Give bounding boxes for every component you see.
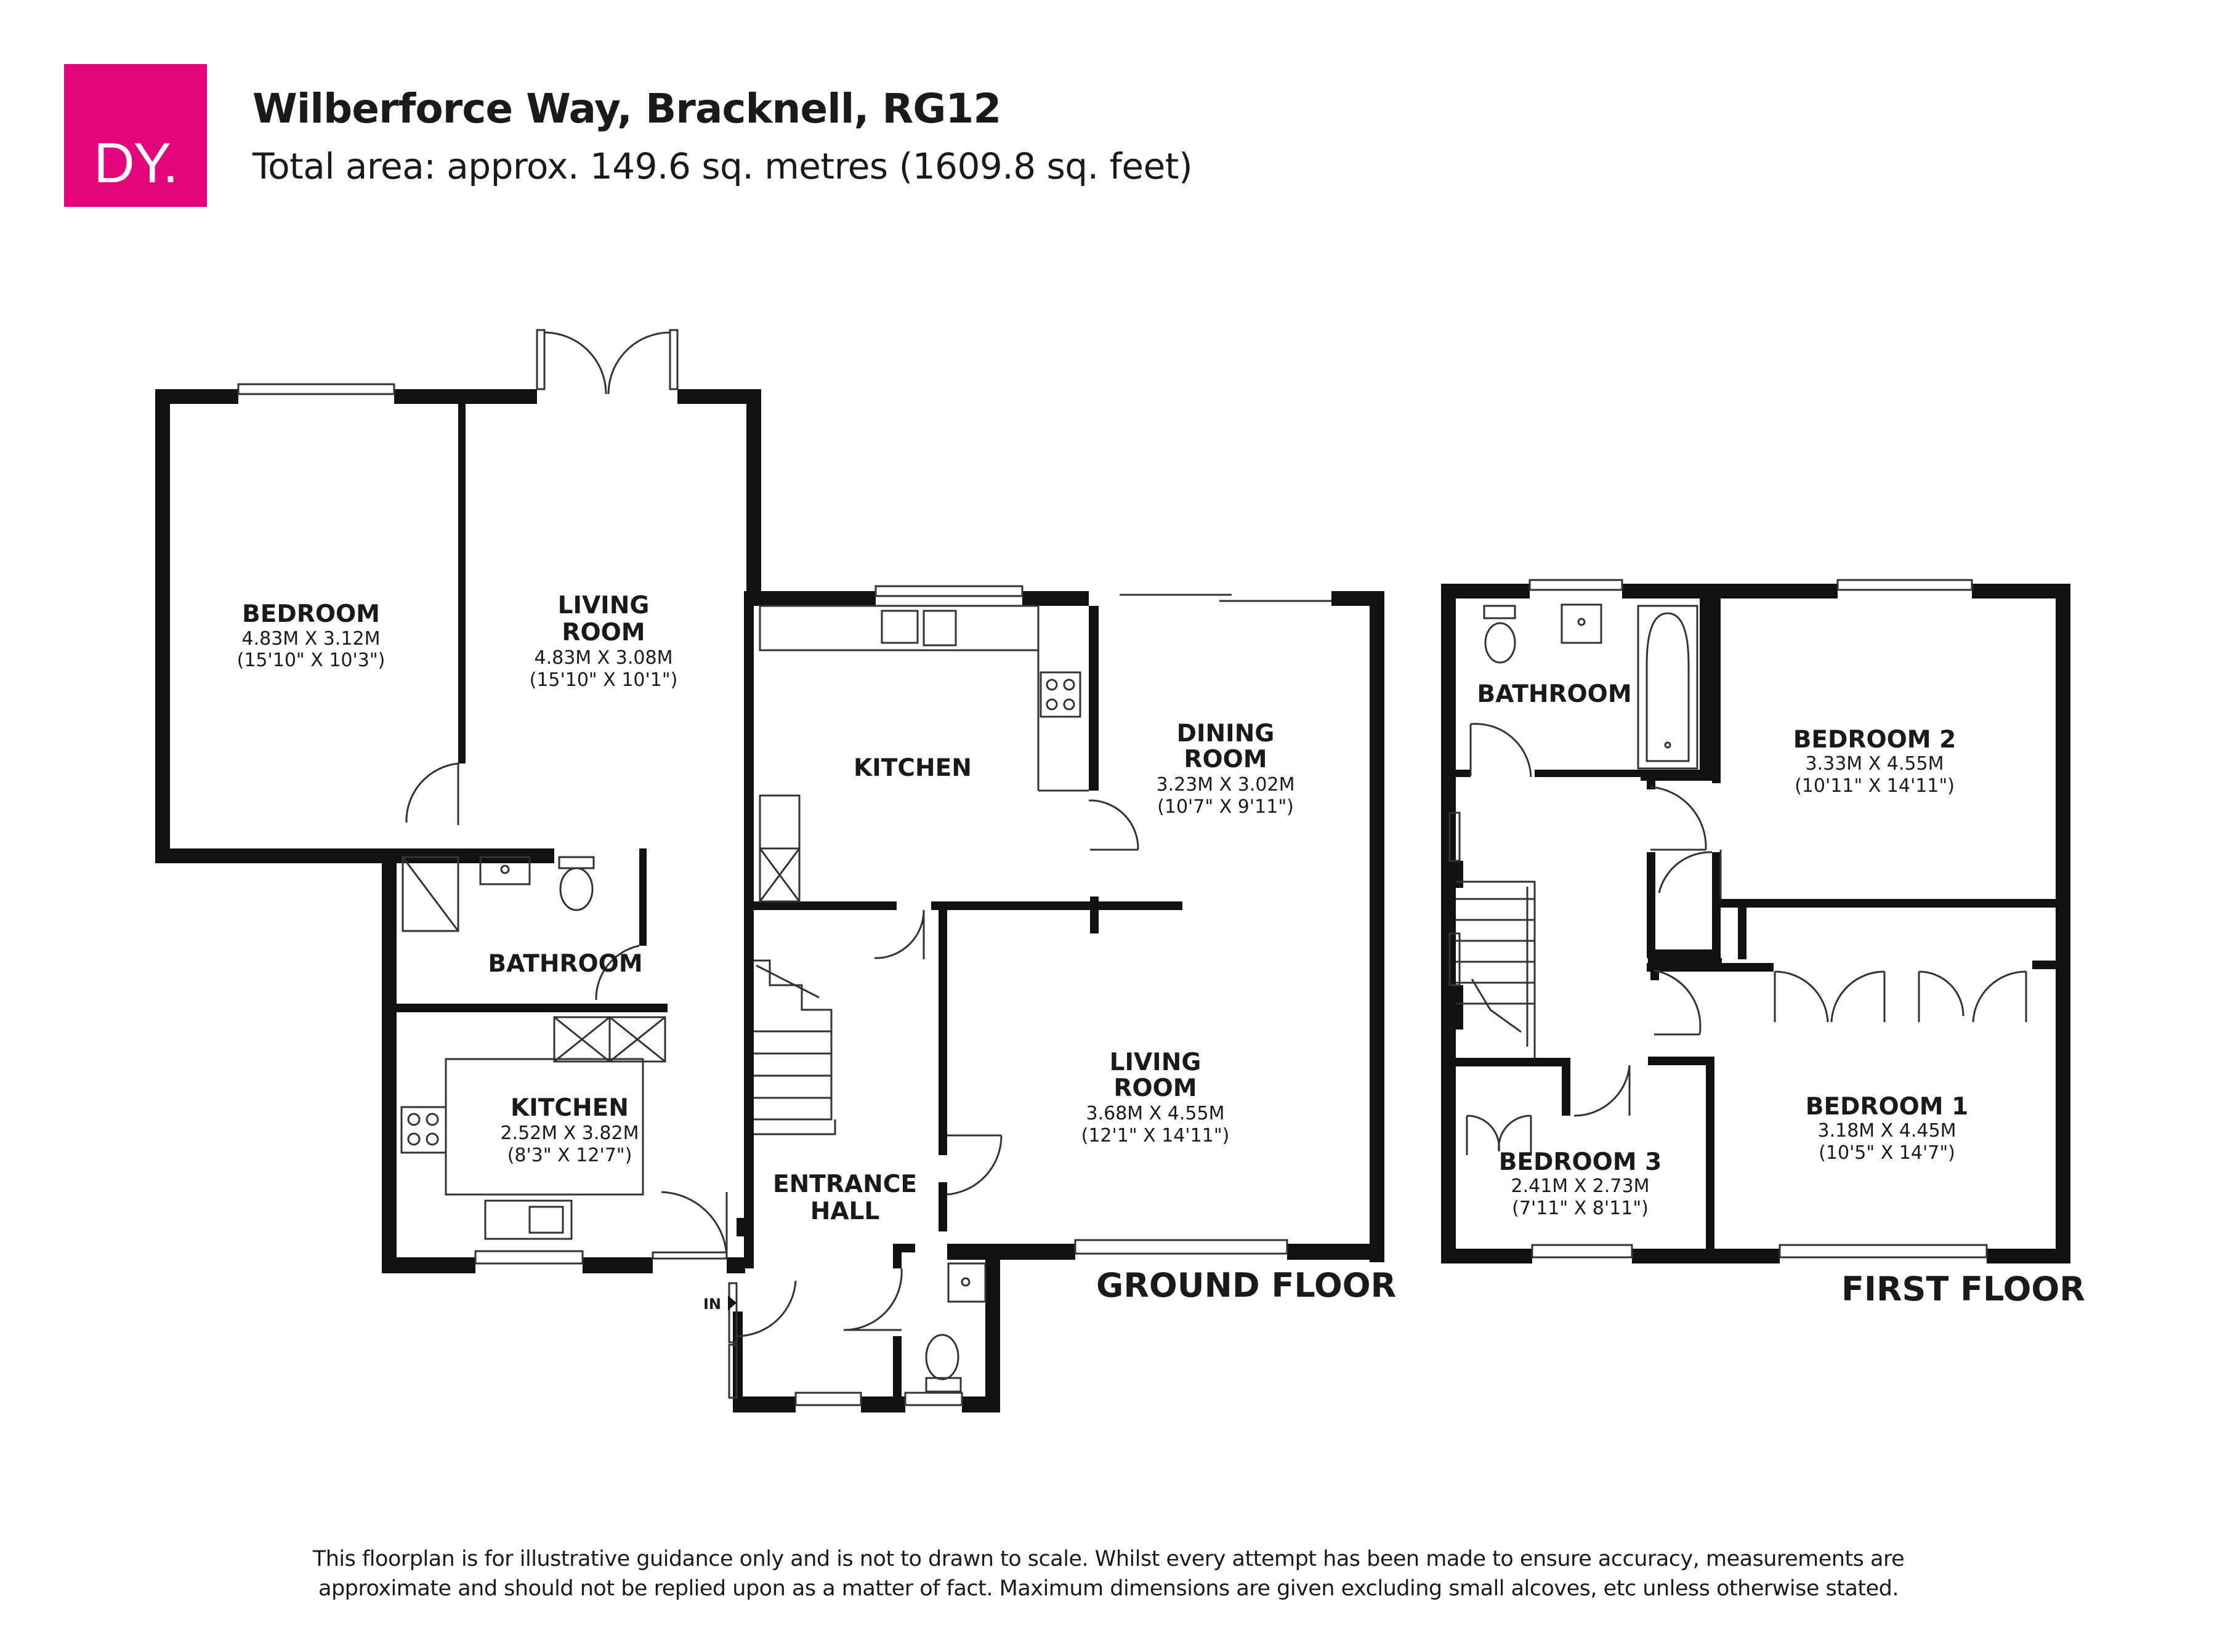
room-label-living-room-back: LIVING ROOM 4.83M X 3.08M (15'10" X 10'1… xyxy=(530,592,678,691)
dining-room-imperial: (10'7" X 9'11") xyxy=(1157,796,1294,818)
total-area-subtitle: Total area: approx. 149.6 sq. metres (16… xyxy=(252,145,1193,187)
entrance-hall-name-2: HALL xyxy=(810,1198,880,1225)
ground-floor-fixtures xyxy=(237,329,1331,1406)
room-label-bathroom-first: BATHROOM xyxy=(1477,680,1631,708)
living-room-front-name-2: ROOM xyxy=(1113,1074,1197,1102)
living-room-front-name-1: LIVING xyxy=(1110,1049,1201,1076)
room-label-kitchen-annex: KITCHEN 2.52M X 3.82M (8'3" X 12'7") xyxy=(501,1094,639,1166)
bathroom-ground-name: BATHROOM xyxy=(488,950,642,978)
disclaimer-line-2: approximate and should not be replied up… xyxy=(318,1576,1899,1601)
ground-floor-label: GROUND FLOOR xyxy=(1096,1266,1396,1305)
dining-room-name-2: ROOM xyxy=(1184,746,1267,773)
room-label-entrance-hall: ENTRANCE HALL xyxy=(773,1171,917,1225)
room-label-bathroom-ground: BATHROOM xyxy=(488,950,642,978)
kitchen-main-name: KITCHEN xyxy=(854,754,972,782)
dining-room-metric: 3.23M X 3.02M xyxy=(1157,774,1295,796)
living-room-back-name-2: ROOM xyxy=(562,619,645,647)
disclaimer: This floorplan is for illustrative guida… xyxy=(277,1544,1940,1603)
living-room-front-metric: 3.68M X 4.55M xyxy=(1086,1103,1225,1124)
first-floor-label: FIRST FLOOR xyxy=(1841,1270,2085,1308)
first-floor-fixtures xyxy=(1448,579,2027,1259)
room-label-kitchen-main: KITCHEN xyxy=(854,754,972,782)
entrance-hall-name-1: ENTRANCE xyxy=(773,1171,917,1198)
bedroom-name: BEDROOM xyxy=(242,600,380,628)
ground-floor-walls xyxy=(155,389,1384,1412)
bedroom-2-name: BEDROOM 2 xyxy=(1793,726,1957,754)
room-label-bedroom-1: BEDROOM 1 3.18M X 4.45M (10'5" X 14'7") xyxy=(1806,1093,1969,1164)
bedroom-3-metric: 2.41M X 2.73M xyxy=(1511,1175,1650,1197)
living-room-back-metric: 4.83M X 3.08M xyxy=(535,647,673,669)
brand-logo: DY. xyxy=(64,64,207,207)
bedroom-1-metric: 3.18M X 4.45M xyxy=(1818,1120,1957,1142)
living-room-back-name-1: LIVING xyxy=(558,592,650,619)
kitchen-annex-metric: 2.52M X 3.82M xyxy=(501,1122,639,1144)
property-address-title: Wilberforce Way, Bracknell, RG12 xyxy=(252,85,1001,132)
bedroom-imperial: (15'10" X 10'3") xyxy=(237,650,386,671)
room-label-dining-room: DINING ROOM 3.23M X 3.02M (10'7" X 9'11"… xyxy=(1157,720,1295,818)
room-label-living-room-front: LIVING ROOM 3.68M X 4.55M (12'1" X 14'11… xyxy=(1081,1049,1230,1146)
bathroom-first-name: BATHROOM xyxy=(1477,680,1631,708)
living-room-front-imperial: (12'1" X 14'11") xyxy=(1081,1125,1230,1146)
bedroom-2-metric: 3.33M X 4.55M xyxy=(1806,753,1944,775)
first-floor-walls xyxy=(1441,584,2070,1263)
bedroom-3-imperial: (7'11" X 8'11") xyxy=(1512,1198,1649,1219)
room-label-bedroom-3: BEDROOM 3 2.41M X 2.73M (7'11" X 8'11") xyxy=(1499,1148,1662,1219)
dining-room-name-1: DINING xyxy=(1177,720,1275,747)
entry-arrow-icon xyxy=(728,1295,737,1310)
brand-logo-text: DY. xyxy=(94,132,179,195)
kitchen-annex-name: KITCHEN xyxy=(511,1094,629,1122)
bedroom-3-name: BEDROOM 3 xyxy=(1499,1148,1662,1176)
disclaimer-line-1: This floorplan is for illustrative guida… xyxy=(312,1547,1905,1571)
living-room-back-imperial: (15'10" X 10'1") xyxy=(530,669,678,691)
entry-marker-label: IN xyxy=(703,1295,721,1313)
kitchen-annex-imperial: (8'3" X 12'7") xyxy=(507,1145,632,1166)
room-label-bedroom-2: BEDROOM 2 3.33M X 4.55M (10'11" X 14'11"… xyxy=(1793,726,1957,797)
bedroom-1-imperial: (10'5" X 14'7") xyxy=(1819,1142,1955,1164)
bedroom-2-imperial: (10'11" X 14'11") xyxy=(1795,775,1955,797)
bedroom-1-name: BEDROOM 1 xyxy=(1806,1093,1969,1121)
bedroom-metric: 4.83M X 3.12M xyxy=(242,628,381,650)
room-label-bedroom: BEDROOM 4.83M X 3.12M (15'10" X 10'3") xyxy=(237,600,386,671)
